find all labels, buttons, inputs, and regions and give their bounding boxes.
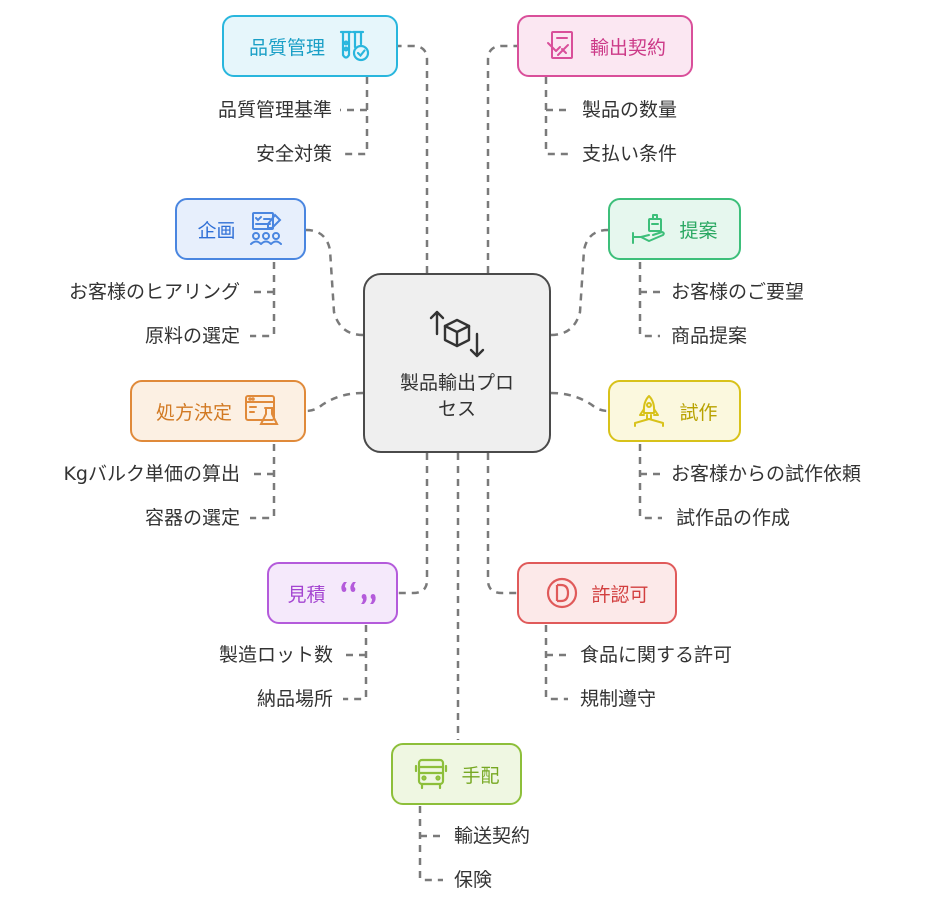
bus-icon <box>415 758 448 790</box>
formula-item-1: Kgバルク単価の算出 <box>63 463 240 485</box>
node-quote[interactable]: 見積 <box>267 562 398 624</box>
node-proposal[interactable]: 提案 <box>608 198 741 260</box>
logistics-item-2: 保険 <box>454 869 493 891</box>
node-contract-label: 輸出契約 <box>589 36 666 59</box>
node-planning-label: 企画 <box>197 219 236 242</box>
rocket-icon <box>634 395 665 427</box>
center-node: 製品輸出プロセス <box>363 273 551 453</box>
prototype-item-1: お客様からの試作依頼 <box>671 463 862 485</box>
proposal-item-1: お客様のご要望 <box>671 281 805 303</box>
contract-icon <box>546 31 573 59</box>
quote-icon <box>340 582 376 604</box>
node-quote-label: 見積 <box>287 583 326 606</box>
formula-item-2: 容器の選定 <box>144 507 240 529</box>
contract-item-1: 製品の数量 <box>582 99 678 121</box>
test-tubes-icon <box>339 30 370 62</box>
permit-item-1: 食品に関する許可 <box>580 644 733 666</box>
node-prototype-label: 試作 <box>679 401 718 424</box>
quote-item-2: 納品場所 <box>256 688 333 710</box>
node-permit-label: 許認可 <box>591 583 649 606</box>
quality-item-2: 安全対策 <box>255 143 332 165</box>
node-logistics-label: 手配 <box>461 764 500 787</box>
lab-window-icon <box>245 395 279 425</box>
planning-item-2: 原料の選定 <box>144 325 240 347</box>
node-prototype[interactable]: 試作 <box>608 380 741 442</box>
planning-item-1: お客様のヒアリング <box>68 281 240 303</box>
proposal-item-2: 商品提案 <box>671 325 748 347</box>
node-contract[interactable]: 輸出契約 <box>517 15 693 77</box>
proposal-icon <box>632 214 666 244</box>
team-plan-icon <box>249 212 282 245</box>
node-permit[interactable]: 許認可 <box>517 562 677 624</box>
quote-item-1: 製造ロット数 <box>218 644 333 666</box>
d-badge-icon <box>547 577 578 609</box>
prototype-item-2: 試作品の作成 <box>676 507 791 529</box>
node-planning[interactable]: 企画 <box>175 198 306 260</box>
node-proposal-label: 提案 <box>679 219 718 242</box>
node-quality[interactable]: 品質管理 <box>222 15 398 77</box>
node-logistics[interactable]: 手配 <box>391 743 522 805</box>
box-transfer-icon <box>429 310 485 358</box>
logistics-item-1: 輸送契約 <box>454 825 531 847</box>
node-quality-label: 品質管理 <box>248 36 325 59</box>
permit-item-2: 規制遵守 <box>580 688 657 710</box>
node-formula[interactable]: 処方決定 <box>130 380 306 442</box>
center-title: 製品輸出プロセス <box>399 372 514 420</box>
quality-item-1: 品質管理基準 <box>217 99 332 121</box>
node-formula-label: 処方決定 <box>155 401 232 424</box>
contract-item-2: 支払い条件 <box>582 143 678 165</box>
